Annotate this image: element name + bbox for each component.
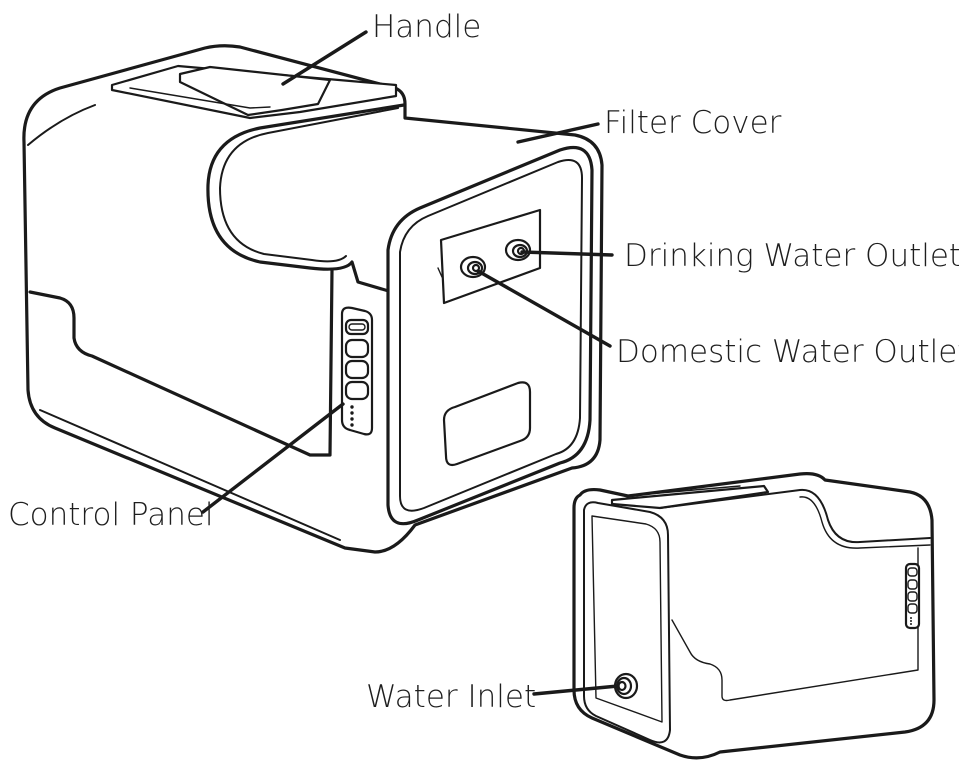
domestic-water-outlet-fitting [459,255,487,279]
leader-handle [281,30,368,86]
main-unit-shoulder [206,103,406,294]
label-control-panel: Control Panel [8,497,214,533]
main-unit-side-recess [28,268,334,457]
secondary-unit [572,472,936,760]
leader-filter-cover [516,122,600,144]
secondary-unit-shoulder-inner [799,496,931,549]
main-unit-handle-inner [129,87,271,109]
leader-water-inlet [532,684,620,696]
label-handle: Handle [372,9,481,45]
label-filter-cover: Filter Cover [604,105,782,141]
secondary-unit-handle-grip [624,485,741,497]
main-unit-base-line [39,409,341,541]
secondary-unit-body [572,472,936,760]
water-inlet-fitting [613,672,639,700]
secondary-unit-cover [583,501,671,744]
callout-labels: Handle Filter Cover Drinking Water Outle… [8,9,959,715]
outlet-plate-tick [437,267,443,278]
label-water-inlet: Water Inlet [366,679,536,715]
outlet-plate [439,208,542,305]
label-domestic-water-outlet: Domestic Water Outlet [616,334,959,370]
main-unit [22,44,604,554]
leader-control-panel [201,402,345,514]
drinking-water-outlet-fitting [504,238,532,262]
secondary-unit-cover-inner [591,515,663,723]
filter-cover-inner [399,159,583,512]
secondary-unit-control-panel [904,562,921,630]
secondary-unit-handle-recess [610,484,770,510]
leader-domestic-water-outlet [476,269,612,348]
label-drinking-water-outlet: Drinking Water Outlet [624,238,959,274]
main-unit-control-panel [340,306,374,436]
leader-lines [201,30,620,696]
secondary-unit-shoulder [659,488,931,544]
main-unit-top-edge [27,104,96,146]
secondary-unit-side-recess [671,547,919,702]
main-unit-shoulder-inner [219,107,399,263]
filter-cover-grip-slot [442,381,532,467]
leader-drinking-water-outlet [520,250,614,257]
